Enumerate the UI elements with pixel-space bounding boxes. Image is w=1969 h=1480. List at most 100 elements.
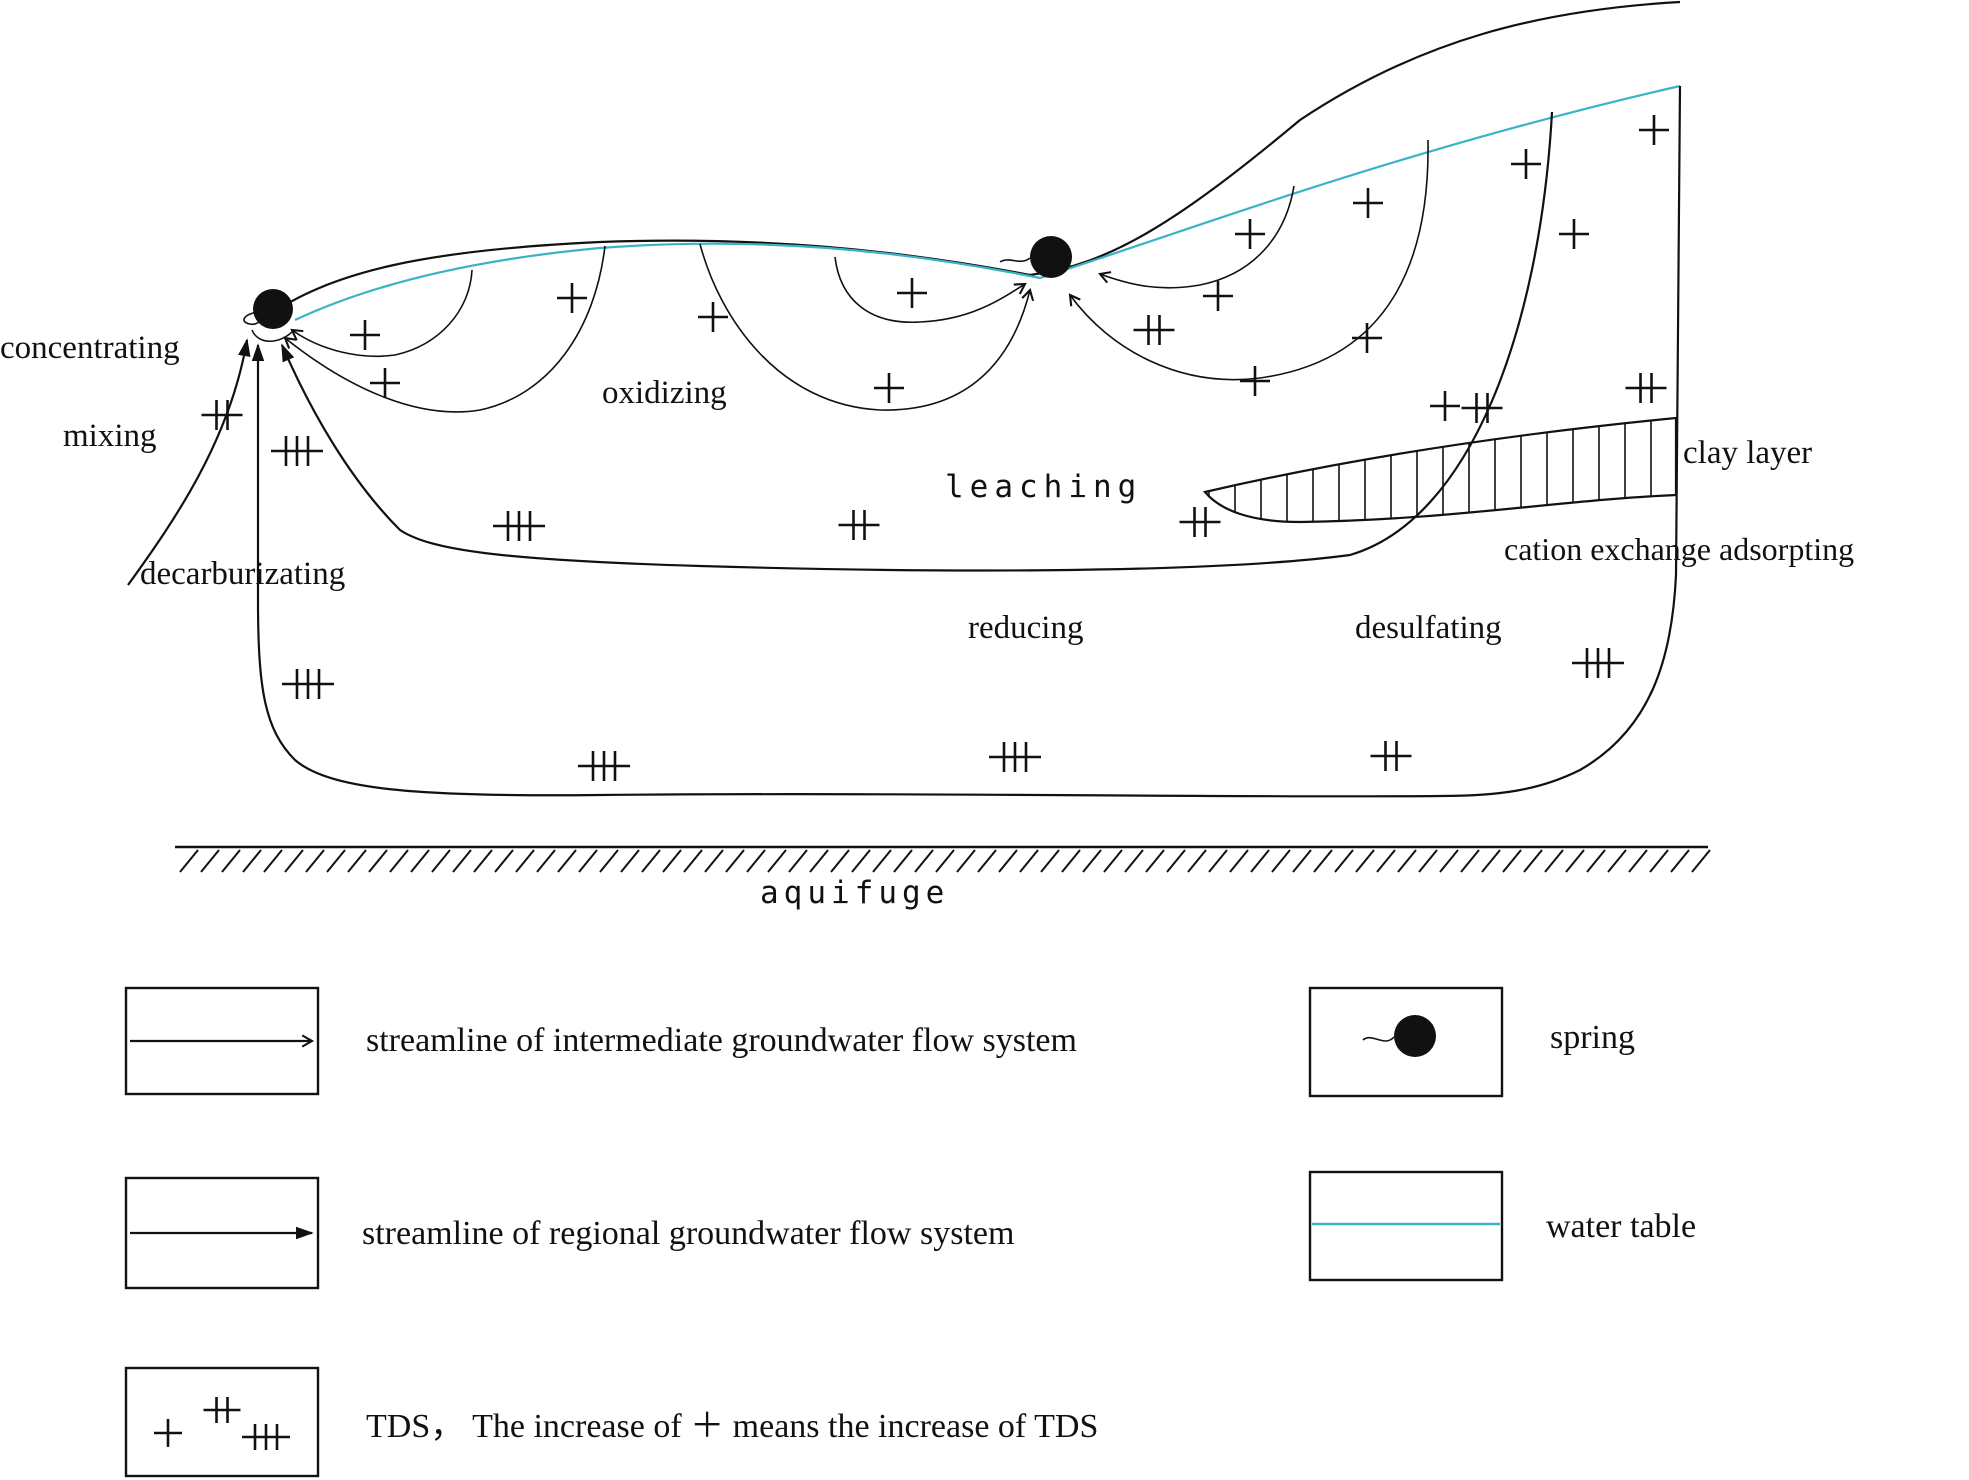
legend-label-regional: streamline of regional groundwater flow … [362, 1215, 1014, 1252]
aquifuge-hatch-mark [1313, 849, 1333, 873]
tds-marker-level-1 [1353, 188, 1383, 218]
tds-marker-level-1 [897, 278, 927, 308]
aquifuge-hatch-mark [1061, 849, 1081, 873]
aquifuge-hatch-mark [1145, 849, 1165, 873]
aquifuge-hatch-mark [557, 849, 577, 873]
aquifuge-hatch-mark [998, 849, 1018, 873]
tds-marker-level-3 [578, 751, 630, 781]
intermediate-streamline-2 [283, 245, 606, 413]
aquifuge-hatch-mark [662, 849, 682, 873]
aquifuge-hatch-mark [1691, 849, 1711, 873]
spring-left [243, 289, 295, 343]
tds-marker-level-2 [203, 1397, 241, 1423]
tds-marker-level-3 [271, 436, 323, 466]
tds-marker-level-1 [698, 302, 728, 332]
tds-marker-level-1 [1430, 391, 1460, 421]
aquifuge-hatch-mark [1439, 849, 1459, 873]
aquifuge-hatch-mark [1502, 849, 1522, 873]
aquifuge-hatch-mark [263, 849, 283, 873]
intermediate-streamline-3 [699, 243, 1035, 411]
aquifuge-hatch-mark [1586, 849, 1606, 873]
aquifuge-hatch-mark [1565, 849, 1585, 873]
aquifuge-hatch-mark [1334, 849, 1354, 873]
aquifuge-hatch-mark [1544, 849, 1564, 873]
legend-box-spring [1308, 986, 1504, 1098]
aquifuge-hatch-mark [1103, 849, 1123, 873]
aquifuge-hatch-mark [1082, 849, 1102, 873]
aquifuge-hatch-mark [641, 849, 661, 873]
tds-markers [201, 115, 1669, 781]
legend-box-regional [124, 1176, 320, 1290]
legend-box-intermediate [124, 986, 320, 1096]
label-reducing: reducing [968, 610, 1083, 646]
tds-marker-level-3 [493, 511, 545, 541]
tds-marker-level-2 [838, 510, 880, 540]
legend: streamline of intermediate groundwater f… [124, 986, 1696, 1478]
mixing-streamline [127, 338, 251, 586]
label-desulfating: desulfating [1355, 610, 1502, 646]
aquifuge-hatch-mark [599, 849, 619, 873]
tds-marker-level-1 [557, 283, 587, 313]
aquifuge-hatch-mark [1376, 849, 1396, 873]
aquifuge-hatch-mark [830, 849, 850, 873]
tds-marker-level-1 [1203, 281, 1233, 311]
aquifuge-hatch-mark [431, 849, 451, 873]
legend-label-intermediate: streamline of intermediate groundwater f… [366, 1022, 1077, 1059]
tds-marker-level-2 [201, 400, 243, 430]
tds-marker-level-1 [1639, 115, 1669, 145]
clay-layer [1203, 416, 1678, 524]
aquifuge-hatch-mark [1229, 849, 1249, 873]
water-table [294, 84, 1681, 321]
aquifuge-hatch-mark [1166, 849, 1186, 873]
tds-marker-level-1 [350, 320, 380, 350]
aquifuge-hatch-mark [935, 849, 955, 873]
aquifuge-hatch-mark [809, 849, 829, 873]
legend-box-tds [124, 1366, 320, 1478]
tds-marker-level-1 [1352, 323, 1382, 353]
label-aquifuge: aquifuge [760, 875, 949, 911]
aquifuge-hatch-mark [767, 849, 787, 873]
label-decarburizating: decarburizating [140, 556, 345, 592]
tds-marker-level-2 [1461, 393, 1503, 423]
aquifuge-hatch-mark [452, 849, 472, 873]
aquifuge-hatch-mark [956, 849, 976, 873]
aquifuge-hatch-mark [221, 849, 241, 873]
plus-markers-icon [154, 1397, 290, 1450]
aquifuge-hatch-mark [1523, 849, 1543, 873]
aquifuge-hatch-mark [1271, 849, 1291, 873]
aquifuge-hatch-mark [1355, 849, 1375, 873]
aquifuge-hatch-mark [1124, 849, 1144, 873]
aquifuge-hatch-mark [1397, 849, 1417, 873]
aquifuge-hatch-mark [494, 849, 514, 873]
aquifuge-hatch-mark [1250, 849, 1270, 873]
aquifuge-hatch [179, 849, 1711, 873]
aquifuge-hatch-mark [389, 849, 409, 873]
right-boundary [1439, 85, 1682, 798]
legend-label-tds: TDS， The increase of ＋ means the increas… [366, 1408, 1098, 1445]
tds-marker-level-3 [242, 1424, 290, 1450]
aquifuge-hatch-mark [893, 849, 913, 873]
tds-marker-level-3 [989, 742, 1041, 772]
intermediate-streamline-4 [834, 256, 1027, 323]
aquifuge-hatch-mark [536, 849, 556, 873]
aquifuge-hatch-mark [788, 849, 808, 873]
aquifuge-hatch-mark [977, 849, 997, 873]
aquifuge-hatch-mark [326, 849, 346, 873]
legend-box-water-table [1308, 1170, 1504, 1282]
intermediate-streamline-5 [1098, 185, 1295, 289]
tds-marker-level-1 [370, 368, 400, 398]
aquifuge-hatch-mark [1208, 849, 1228, 873]
aquifuge-hatch-mark [578, 849, 598, 873]
aquifuge-hatch-mark [683, 849, 703, 873]
label-clay-layer: clay layer [1683, 435, 1812, 471]
aquifuge-hatch-mark [1187, 849, 1207, 873]
tds-marker-level-3 [1572, 648, 1624, 678]
aquifuge-hatch-mark [305, 849, 325, 873]
label-mixing: mixing [63, 418, 157, 454]
aquifuge-hatch-mark [1481, 849, 1501, 873]
aquifuge-hatch-mark [200, 849, 220, 873]
aquifuge-hatch-mark [620, 849, 640, 873]
tds-marker-level-1 [154, 1419, 182, 1447]
aquifuge-hatch-mark [704, 849, 724, 873]
